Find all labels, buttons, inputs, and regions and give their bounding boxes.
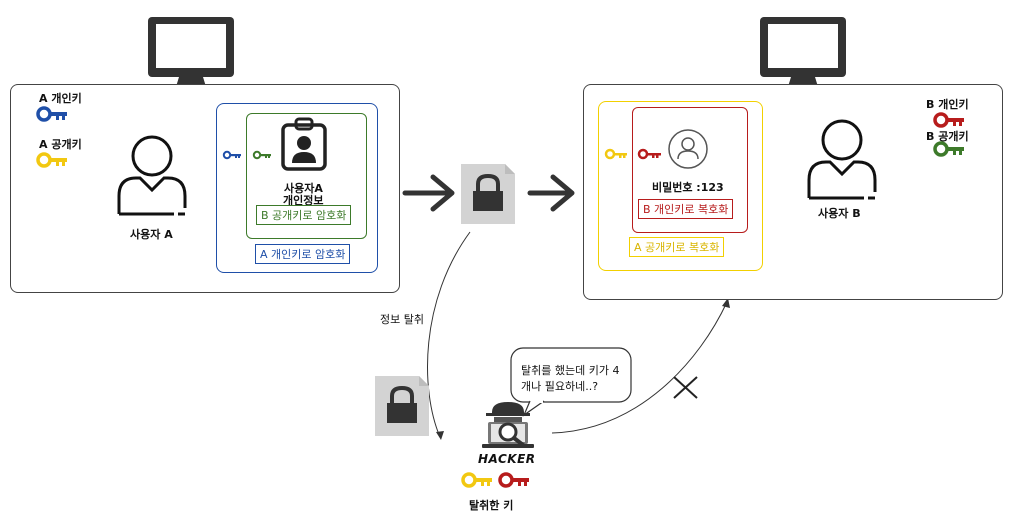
password-label: 비밀번호 :123 (652, 181, 724, 194)
locked-document-icon (461, 164, 515, 224)
key-icon-blue-small (222, 150, 241, 160)
a-public-key-label: A 공개키 (39, 138, 82, 151)
decrypt-b-private-box (632, 107, 748, 233)
monitor-icon-left (148, 17, 234, 90)
key-icon-red-stolen (498, 472, 529, 488)
theft-curve (427, 231, 471, 438)
profile-icon (668, 129, 708, 169)
card-title-1: 사용자A (284, 182, 323, 195)
user-b-label: 사용자 B (818, 207, 861, 220)
b-public-key-label: B 공개키 (926, 130, 969, 143)
key-icon-yellow-small (604, 148, 627, 160)
arrow-right-1 (402, 174, 455, 212)
encrypt-a-private-box (216, 103, 378, 273)
hacker-icon (482, 402, 534, 448)
encrypt-b-public-tag: B 공개키로 암호화 (256, 205, 352, 225)
user-icon-b (807, 119, 877, 200)
key-icon-red-b (933, 112, 964, 128)
monitor-icon-right (760, 17, 846, 90)
decrypt-a-public-tag: A 공개키로 복호화 (629, 237, 725, 257)
user-icon-a (117, 135, 187, 216)
a-private-key-label: A 개인키 (39, 92, 82, 105)
speech-bubble-shape (510, 347, 632, 417)
speech-text-line2: 개나 필요하네..? (521, 380, 599, 393)
stolen-keys-label: 탈취한 키 (469, 499, 514, 512)
key-icon-yellow-stolen (461, 472, 492, 488)
id-badge-icon (281, 117, 327, 171)
key-icon-green-b (933, 141, 964, 157)
key-icon-blue-a (36, 106, 67, 122)
user-b-panel (583, 84, 1003, 300)
key-icon-red-small (637, 148, 661, 160)
key-icon-green-small (252, 150, 271, 160)
x-mark (673, 376, 698, 399)
encrypt-a-private-tag: A 개인키로 암호화 (255, 244, 351, 264)
encrypt-b-public-box (246, 113, 367, 239)
decrypt-b-private-tag: B 개인키로 복호화 (638, 199, 734, 219)
decrypt-a-public-box (598, 101, 763, 271)
hacker-label: HACKER (478, 452, 536, 466)
b-private-key-label: B 개인키 (926, 98, 969, 111)
arrow-right-2 (527, 174, 575, 212)
user-a-label: 사용자 A (130, 228, 173, 241)
speech-text-line1: 탈취를 했는데 키가 4 (521, 364, 620, 377)
info-theft-label: 정보 탈취 (380, 313, 424, 326)
failed-curve (551, 301, 728, 434)
card-title-2: 개인정보 (283, 194, 324, 207)
key-icon-yellow-a (36, 152, 67, 168)
stolen-document-icon (375, 376, 429, 436)
